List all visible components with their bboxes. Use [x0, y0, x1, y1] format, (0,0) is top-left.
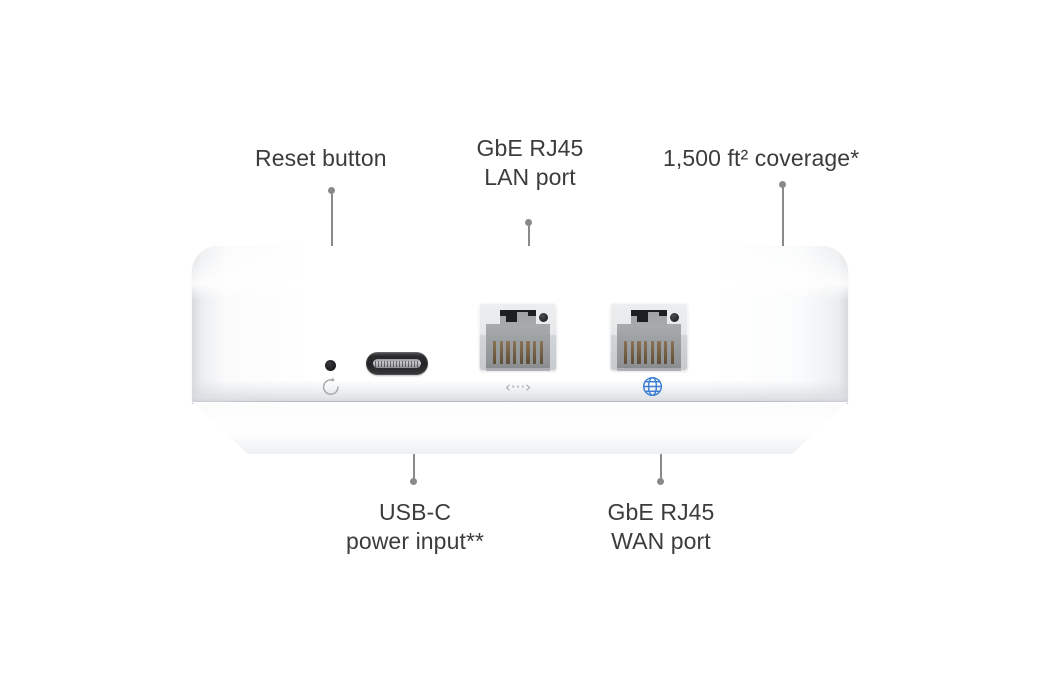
leader-dot-reset: [328, 187, 336, 194]
rj45-lan-contact-pins: [493, 341, 543, 364]
usb-c-port[interactable]: [366, 352, 428, 375]
leader-dot-wan: [657, 478, 665, 485]
device-base-seam: [194, 401, 846, 403]
callout-line: WAN port: [611, 528, 711, 554]
rj45-lan-port[interactable]: [479, 303, 557, 371]
rj45-wan-led-indicator: [670, 313, 679, 322]
leader-dot-lan: [525, 219, 533, 226]
callout-line: GbE RJ45: [476, 135, 584, 161]
leader-dot-usb-c: [410, 478, 418, 485]
rj45-lan-inner-shadow: [486, 362, 550, 371]
leader-line-coverage: [782, 184, 784, 254]
rj45-lan-notch: [486, 310, 550, 324]
ethernet-icon: ‹···›: [498, 376, 538, 398]
rj45-lan-led-indicator: [539, 313, 548, 322]
callout-line: Reset button: [255, 145, 387, 171]
usb-c-contact-strip: [373, 359, 421, 368]
rj45-wan-port[interactable]: [610, 303, 688, 371]
rj45-wan-tab-cutout: [637, 310, 648, 322]
callout-label-coverage: 1,500 ft² coverage*: [663, 144, 859, 173]
rj45-wan-contact-pins: [624, 341, 674, 364]
reset-arrow-icon: [320, 376, 342, 398]
callout-line: GbE RJ45: [607, 499, 715, 525]
device-base-plinth: [192, 402, 848, 454]
callout-label-wan: GbE RJ45 WAN port: [598, 498, 724, 556]
rj45-wan-inner-shadow: [617, 362, 681, 371]
callout-label-usb-c: USB-C power input**: [332, 498, 498, 556]
callout-line: 1,500 ft² coverage*: [663, 145, 860, 171]
ethernet-icon-symbol: ‹···›: [504, 378, 532, 396]
callout-line: power input**: [345, 528, 485, 554]
leader-dot-coverage: [779, 181, 787, 188]
rj45-lan-tab-cutout: [506, 310, 517, 322]
callout-label-lan: GbE RJ45 LAN port: [472, 134, 588, 192]
callout-line: LAN port: [484, 164, 576, 190]
callout-line: USB-C: [378, 499, 452, 525]
reset-pinhole[interactable]: [325, 360, 336, 371]
rj45-wan-notch: [617, 310, 681, 324]
globe-icon: [640, 374, 664, 398]
callout-label-reset: Reset button: [255, 144, 387, 173]
